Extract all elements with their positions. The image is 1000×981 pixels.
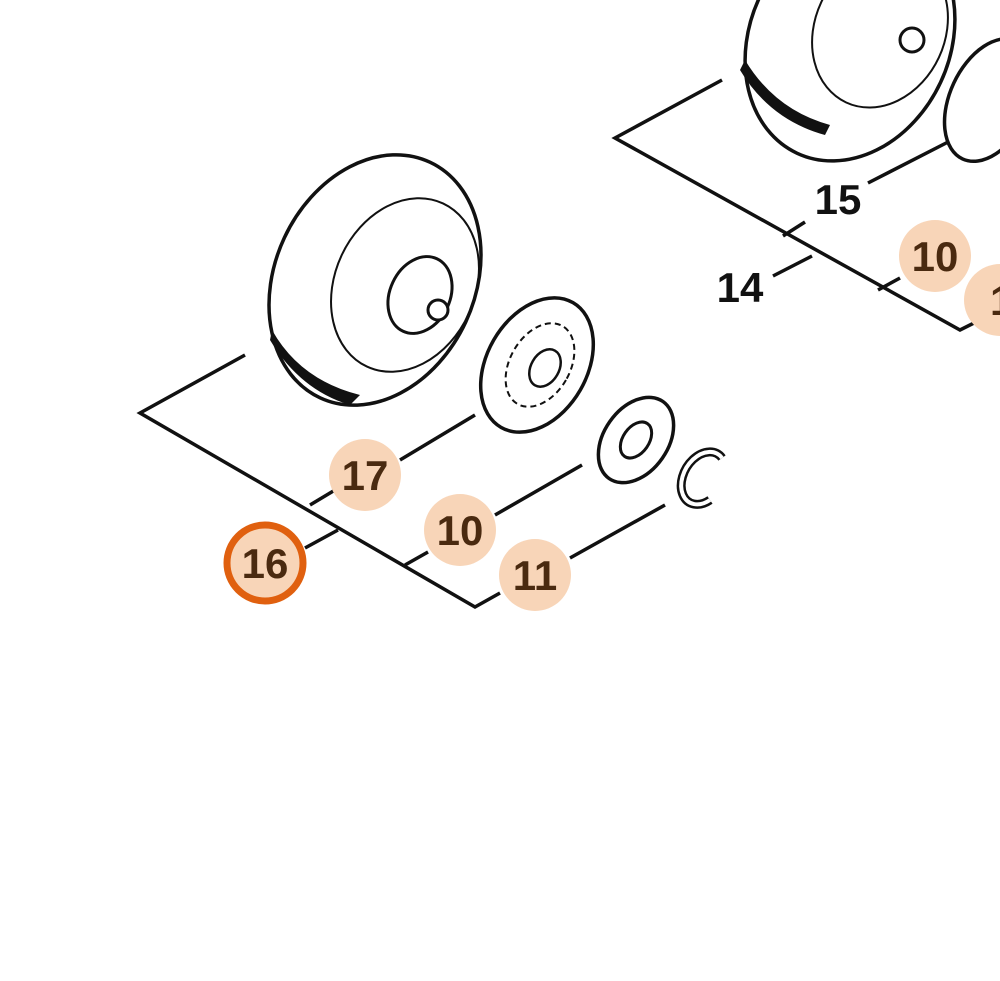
callout-label: 10 — [912, 233, 959, 280]
callout-17[interactable]: 17 — [329, 439, 401, 511]
callout-label: 17 — [342, 452, 389, 499]
callout-11[interactable]: 11 — [499, 539, 571, 611]
callout-14[interactable]: 14 — [717, 264, 764, 311]
callout-label: 14 — [717, 264, 764, 311]
callout-label: 16 — [242, 540, 289, 587]
callout-10[interactable]: 10 — [424, 494, 496, 566]
washer-left — [596, 395, 676, 485]
callout-label: 10 — [437, 507, 484, 554]
callout-label: 15 — [815, 176, 862, 223]
e-clip-left — [676, 447, 726, 509]
callout-16-highlighted[interactable]: 16 — [223, 521, 307, 605]
callout-label: 1 — [990, 277, 1000, 324]
callout-partial-right[interactable]: 1 — [964, 264, 1000, 336]
bearing-left — [478, 296, 596, 434]
callout-15[interactable]: 15 — [815, 176, 862, 223]
clutch-drum-left — [267, 153, 483, 407]
callout-label: 11 — [513, 552, 557, 599]
clutch-drum-right — [740, 0, 1000, 164]
callout-10-right[interactable]: 10 — [899, 220, 971, 292]
